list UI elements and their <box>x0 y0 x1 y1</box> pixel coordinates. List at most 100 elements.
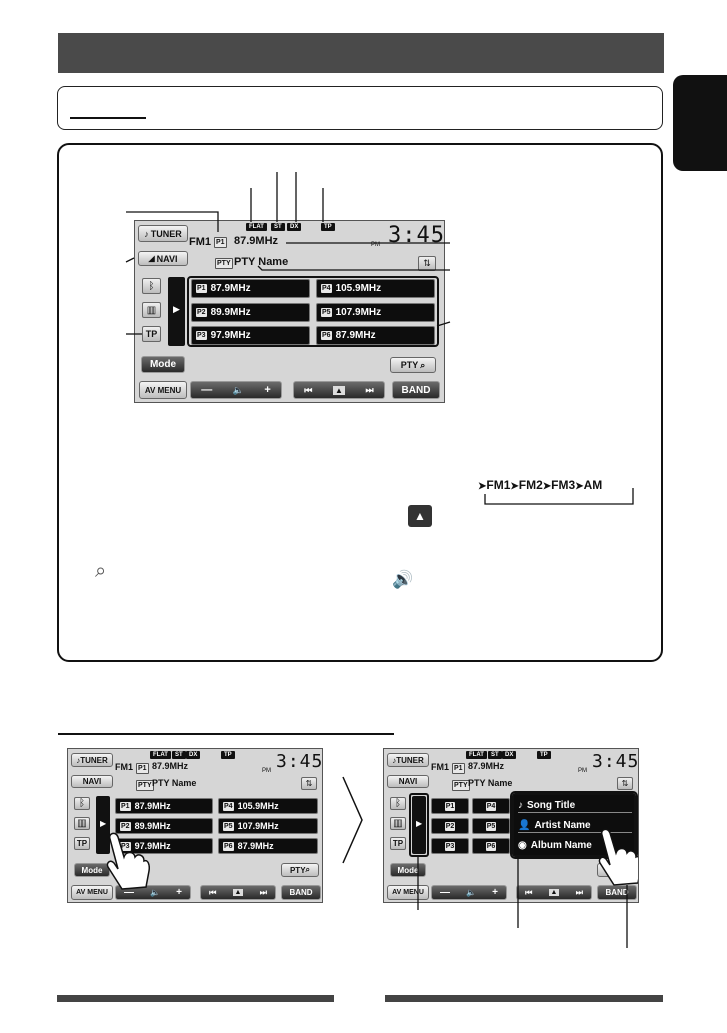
skip-back-icon[interactable]: ⏮ <box>525 887 533 897</box>
tuner-button[interactable]: ♪TUNER <box>387 753 429 767</box>
play-arrow-icon: ▶ <box>173 304 180 314</box>
section-title-bar <box>58 33 664 73</box>
subsection-underline <box>58 733 394 735</box>
current-preset-badge: P1 <box>214 237 227 248</box>
pm-label: PM <box>371 242 380 248</box>
current-preset-badge: P1 <box>136 763 149 774</box>
finger-tap-icon <box>598 828 638 886</box>
volume-control: — 🔈 + <box>431 885 507 900</box>
volume-up-button[interactable]: + <box>264 384 271 396</box>
preset-button-3[interactable]: P3 <box>431 838 469 854</box>
equalizer-icon[interactable]: ▥ <box>142 302 161 318</box>
mode-button[interactable]: Mode <box>390 863 426 877</box>
band-button[interactable]: BAND <box>392 381 440 399</box>
preset-panel <box>187 276 439 347</box>
preset-list-toggle-highlight <box>409 793 429 857</box>
seek-control: ⏮ ▲ ⏭ <box>293 381 385 399</box>
equalizer-icon[interactable]: ▥ <box>74 817 90 830</box>
display-mode-icon[interactable]: ▲ <box>232 889 244 896</box>
search-icon: ⌕ <box>305 865 311 874</box>
music-note-icon: ♪ <box>518 799 523 811</box>
skip-forward-icon[interactable]: ⏭ <box>575 887 583 897</box>
volume-up-button[interactable]: + <box>492 887 498 898</box>
volume-control: — 🔈 + <box>190 381 282 399</box>
st-indicator: ST <box>172 751 186 759</box>
preset-button-2[interactable]: P2 <box>431 818 469 834</box>
preset-button-6[interactable]: P6 <box>472 838 510 854</box>
display-mode-icon[interactable]: ▲ <box>548 889 560 896</box>
volume-down-button[interactable]: — <box>124 887 135 898</box>
seek-mode-icon[interactable]: ⇅ <box>617 777 633 790</box>
display-mode-icon[interactable]: ▲ <box>333 385 345 395</box>
pty-name: PTY Name <box>468 778 513 788</box>
band-cycle: ➤FM1➤FM2➤FM3➤AM <box>478 478 603 492</box>
skip-forward-icon[interactable]: ⏭ <box>259 887 267 897</box>
display-mode-legend-icon: ▲ <box>408 505 432 527</box>
av-menu-button[interactable]: AV MENU <box>139 381 187 399</box>
band-button[interactable]: BAND <box>281 885 321 900</box>
clock-display: 3:45 <box>388 223 445 248</box>
tuner-button[interactable]: ♪ TUNER <box>138 225 188 242</box>
pty-search-button[interactable]: PTY⌕ <box>281 863 319 877</box>
artist-name-row[interactable]: 👤Artist Name <box>518 818 632 833</box>
footer-rule-left <box>57 995 334 1002</box>
mode-button[interactable]: Mode <box>141 356 185 373</box>
av-menu-button[interactable]: AV MENU <box>71 885 113 900</box>
pty-badge: PTY <box>136 780 154 791</box>
tp-button[interactable]: TP <box>142 326 161 342</box>
speaker-icon: 🔈 <box>466 888 477 897</box>
band-label: FM1 <box>115 762 133 772</box>
preset-button-1[interactable]: P1 <box>431 798 469 814</box>
album-name-row[interactable]: ◉Album Name <box>518 840 592 851</box>
tp-button[interactable]: TP <box>390 837 406 850</box>
pty-name: PTY Name <box>152 778 197 788</box>
footer-rule-right <box>385 995 663 1002</box>
play-arrow-icon: ▶ <box>100 819 107 828</box>
disc-icon: ◉ <box>518 840 527 851</box>
preset-button-4[interactable]: P4 <box>472 798 510 814</box>
pty-name: PTY Name <box>234 256 289 268</box>
equalizer-icon[interactable]: ▥ <box>390 817 406 830</box>
tuner-button[interactable]: ♪TUNER <box>71 753 113 767</box>
skip-forward-icon[interactable]: ⏭ <box>365 384 374 395</box>
volume-up-button[interactable]: + <box>176 887 182 898</box>
tp-button[interactable]: TP <box>74 837 90 850</box>
navi-button[interactable]: NAVI <box>387 775 429 788</box>
preset-list-toggle[interactable]: ▶ <box>168 277 185 346</box>
pty-search-button[interactable]: PTY ⌕ <box>390 357 436 373</box>
preset-list-toggle[interactable]: ▶ <box>96 796 110 854</box>
navi-button[interactable]: ◢ NAVI <box>138 251 188 266</box>
tp-indicator: TP <box>537 751 551 759</box>
intro-box <box>57 86 663 130</box>
seek-mode-icon[interactable]: ⇅ <box>301 777 317 790</box>
volume-down-button[interactable]: — <box>201 384 213 396</box>
skip-back-icon[interactable]: ⏮ <box>304 384 313 395</box>
bluetooth-icon[interactable]: ᛒ <box>390 797 406 810</box>
pty-badge: PTY <box>215 258 233 269</box>
bluetooth-icon[interactable]: ᛒ <box>142 278 161 294</box>
song-title-row[interactable]: ♪Song Title <box>518 798 632 813</box>
tuner-screen-left: ♪TUNER NAVI FLAT ST DX TP FM1 P1 87.9MHz… <box>67 748 323 903</box>
preset-list-toggle[interactable]: ▶ <box>412 796 426 854</box>
person-icon: 👤 <box>518 819 531 831</box>
speaker-legend-icon: 🔊 <box>392 570 414 589</box>
preset-button-5[interactable]: P5 <box>472 818 510 834</box>
navi-button[interactable]: NAVI <box>71 775 113 788</box>
bluetooth-icon[interactable]: ᛒ <box>74 797 90 810</box>
clock-display: 3:45 <box>592 751 639 772</box>
dx-indicator: DX <box>287 223 302 231</box>
volume-down-button[interactable]: — <box>440 887 451 898</box>
skip-back-icon[interactable]: ⏮ <box>209 887 217 897</box>
